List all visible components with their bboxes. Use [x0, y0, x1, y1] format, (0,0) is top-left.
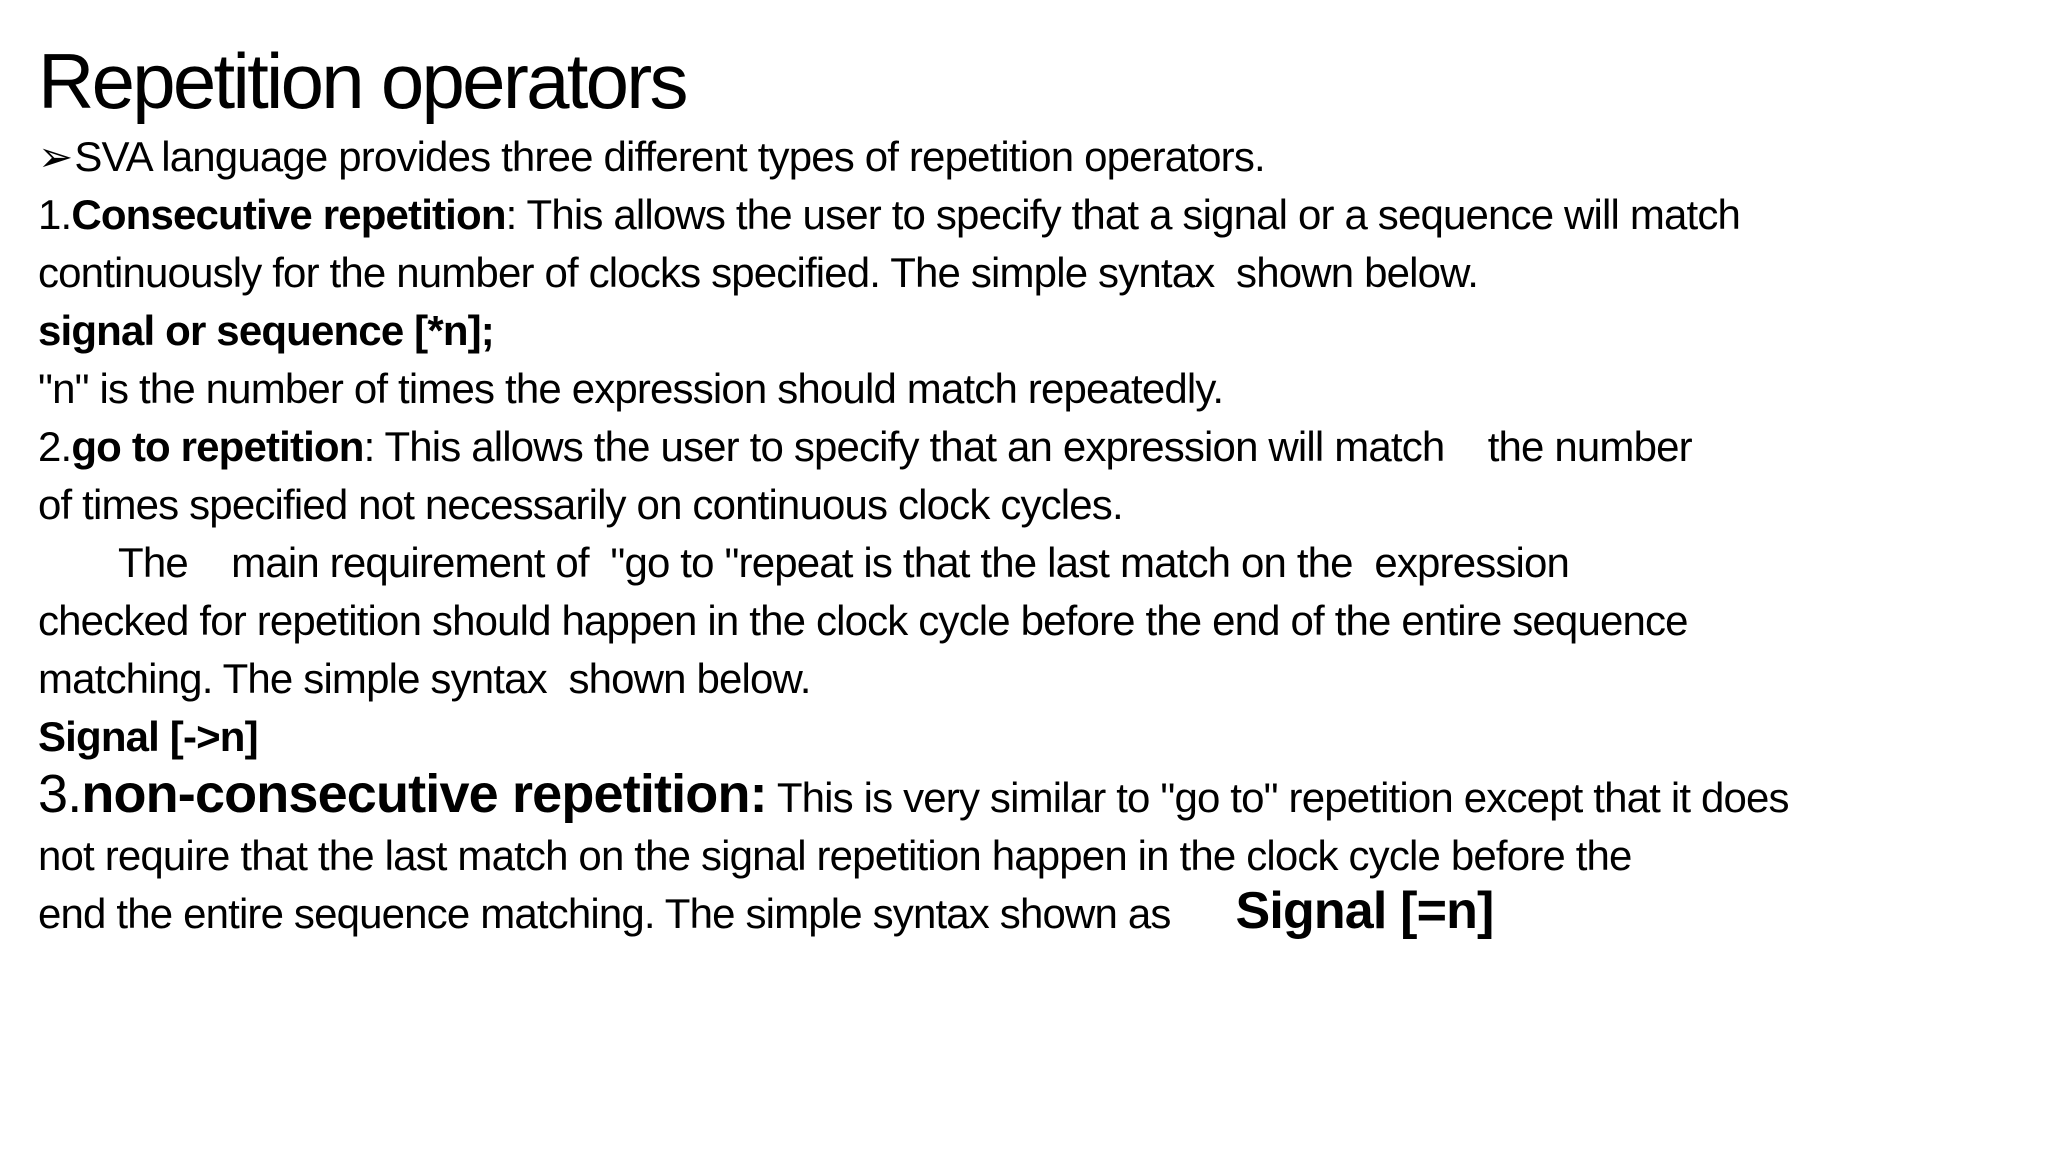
item-1-label: Consecutive repetition: [71, 191, 506, 238]
n-definition-line: "n" is the number of times the expressio…: [38, 365, 1224, 412]
item-1-paragraph: 1.Consecutive repetition: This allows th…: [38, 186, 2028, 302]
goto-syntax-line: Signal [->n]: [38, 713, 259, 760]
intro-bullet-line: ➢SVA language provides three different t…: [38, 128, 2028, 186]
item-2-body: : This allows the user to specify that a…: [38, 423, 1693, 528]
nonconsecutive-syntax-inline: Signal [=n]: [1235, 882, 1495, 940]
item-2-number: 2.: [38, 423, 72, 470]
item-2-label: go to repetition: [71, 423, 364, 470]
consecutive-syntax-line: signal or sequence [*n];: [38, 307, 495, 354]
arrow-bullet-icon: ➢: [38, 133, 73, 180]
item-3-body: This is very similar to "go to" repetiti…: [38, 774, 1790, 937]
goto-requirement-paragraph: The main requirement of "go to "repeat i…: [38, 539, 1689, 702]
slide-title: Repetition operators: [38, 37, 689, 125]
item-1-body: : This allows the user to specify that a…: [38, 191, 1741, 296]
item-1-number: 1.: [38, 191, 72, 238]
item-2-paragraph: 2.go to repetition: This allows the user…: [38, 418, 2028, 534]
intro-bullet-text: SVA language provides three different ty…: [74, 133, 1265, 180]
item-3-number: 3.: [38, 764, 82, 824]
item-3-label: non-consecutive repetition:: [81, 764, 767, 824]
item-3-paragraph: 3.non-consecutive repetition: This is ve…: [38, 766, 2028, 943]
